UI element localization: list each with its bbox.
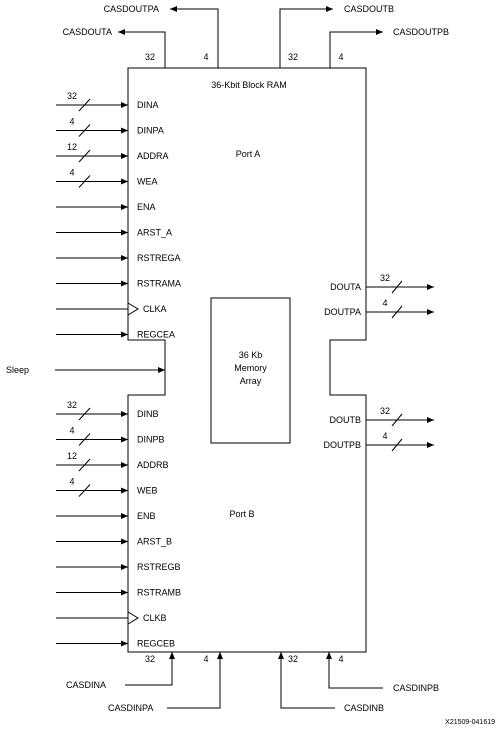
figure-id: X21509-041619 (445, 719, 495, 726)
cascade-in-a: CASDINA 32 (66, 652, 175, 690)
wea-label: WEA (137, 177, 158, 187)
casdoutb-label: CASDOUTB (344, 4, 394, 14)
clka-clock-triangle (127, 302, 139, 316)
casdinpb-label: CASDINPB (393, 683, 439, 693)
addrb-label: ADDRB (137, 460, 169, 470)
dina-width: 32 (67, 91, 77, 101)
doutb-width: 32 (380, 406, 390, 416)
casdoutb-width: 32 (288, 52, 298, 62)
casdina-label: CASDINA (66, 680, 106, 690)
rstrega-label: RSTREGA (137, 253, 181, 263)
doutpa-width: 4 (382, 298, 387, 308)
memory-array-line2: Memory (234, 363, 267, 373)
wea-width: 4 (69, 168, 74, 178)
doutpa-label: DOUTPA (324, 307, 361, 317)
addrb-width: 12 (67, 451, 77, 461)
port-a-inputs: DINA32DINPA4ADDRA12WEA4ENAARST_ARSTREGAR… (56, 91, 181, 340)
web-label: WEB (137, 486, 158, 496)
cascade-out-pa: CASDOUTPA 4 (104, 4, 219, 68)
wea-bus-slash (78, 175, 91, 188)
addrb-bus-slash (78, 458, 91, 472)
clkb-clock-triangle (127, 611, 139, 625)
casdinb-label: CASDINB (344, 703, 384, 713)
ena-label: ENA (137, 202, 156, 212)
casdoutpb-label: CASDOUTPB (393, 27, 449, 37)
casdinpb-width: 4 (338, 654, 343, 664)
addra-width: 12 (67, 142, 77, 152)
arst-a-label: ARST_A (137, 228, 172, 238)
rstregb-label: RSTREGB (137, 562, 181, 572)
dinb-width: 32 (67, 400, 77, 410)
addra-label: ADDRA (137, 151, 169, 161)
dina-label: DINA (137, 100, 159, 110)
rstrama-label: RSTRAMA (137, 279, 181, 289)
dinpb-bus-slash (78, 433, 91, 446)
doutpa-bus-slash (391, 305, 403, 319)
doutb-bus-slash (391, 413, 403, 427)
clkb-label: CLKB (143, 613, 167, 623)
dinb-bus-slash (78, 407, 91, 421)
casdoutpa-width: 4 (203, 52, 208, 62)
sleep-label: Sleep (6, 365, 29, 375)
doutpb-width: 4 (382, 431, 387, 441)
cascade-out-b: CASDOUTB 32 (279, 4, 394, 68)
cascade-out-pb: CASDOUTPB 4 (329, 27, 449, 68)
casdinpa-width: 4 (203, 654, 208, 664)
regceb-label: REGCEB (137, 639, 175, 649)
memory-array-line1: 36 Kb (239, 350, 263, 360)
dinpa-width: 4 (69, 117, 74, 127)
memory-array-line3: Array (240, 376, 262, 386)
dinb-label: DINB (137, 409, 159, 419)
cascade-in-pb: CASDINPB 4 (326, 652, 439, 693)
douta-width: 32 (380, 273, 390, 283)
casdina-width: 32 (145, 654, 155, 664)
casdinb-width: 32 (288, 654, 298, 664)
cascade-out-a: CASDOUTA 32 (63, 27, 166, 68)
block-ram-outline (127, 67, 367, 653)
enb-label: ENB (137, 511, 156, 521)
block-title: 36-Kbit Block RAM (211, 80, 287, 90)
addra-bus-slash (78, 149, 91, 163)
dinpa-label: DINPA (137, 126, 164, 136)
dinpb-width: 4 (69, 426, 74, 436)
dinpb-label: DINPB (137, 435, 165, 445)
cascade-in-b: CASDINB 32 (278, 652, 384, 713)
doutb-label: DOUTB (330, 415, 362, 425)
clka-label: CLKA (143, 304, 167, 314)
douta-label: DOUTA (330, 282, 361, 292)
port-b-title: Port B (229, 509, 254, 519)
doutpb-label: DOUTPB (323, 440, 361, 450)
casdouta-label: CASDOUTA (63, 27, 112, 37)
casdoutpb-width: 4 (338, 52, 343, 62)
douta-bus-slash (391, 280, 403, 294)
memory-array-box (210, 297, 291, 444)
web-width: 4 (69, 477, 74, 487)
casdinpa-label: CASDINPA (108, 703, 153, 713)
casdoutpa-label: CASDOUTPA (104, 4, 159, 14)
port-b-inputs: DINB32DINPB4ADDRB12WEB4ENBARST_BRSTREGBR… (56, 400, 181, 649)
arst-b-label: ARST_B (137, 537, 172, 547)
doutpb-bus-slash (391, 438, 403, 452)
regcea-label: REGCEA (137, 330, 175, 340)
dina-bus-slash (78, 98, 91, 112)
dinpa-bus-slash (78, 124, 91, 137)
casdouta-width: 32 (145, 52, 155, 62)
port-a-title: Port A (236, 149, 261, 159)
web-bus-slash (78, 484, 91, 497)
rstramb-label: RSTRAMB (137, 588, 181, 598)
cascade-in-pa: CASDINPA 4 (108, 652, 223, 713)
